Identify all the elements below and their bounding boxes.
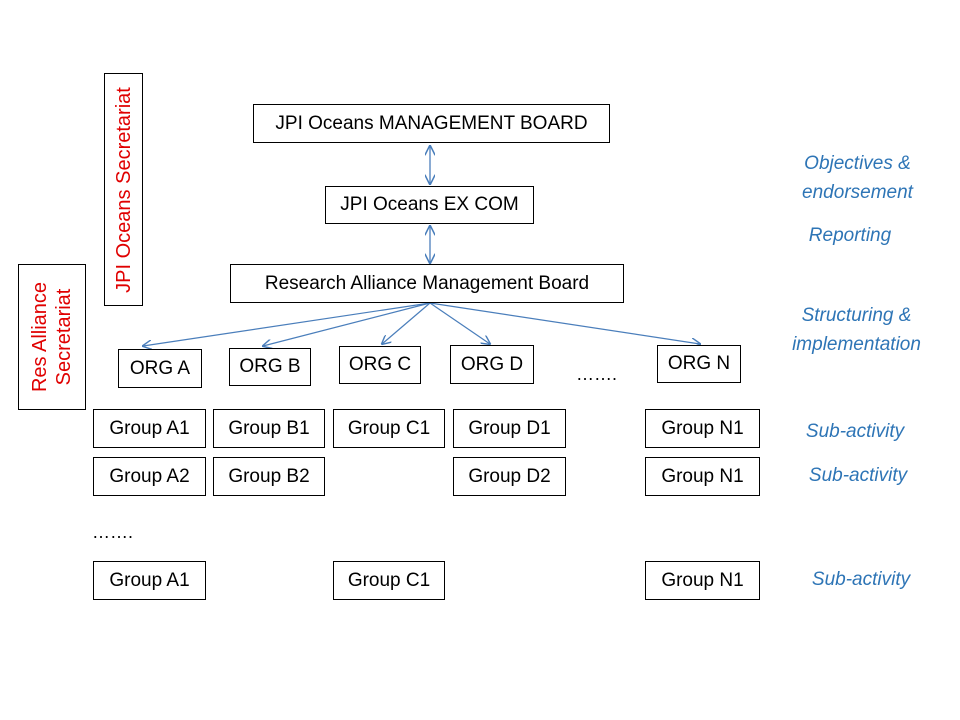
arrow-to-org-n bbox=[429, 302, 700, 344]
group-box-b1: Group B1 bbox=[213, 409, 325, 448]
reporting-label: Reporting bbox=[808, 225, 892, 246]
res-alliance-secretariat-label: Res Alliance Secretariat bbox=[29, 281, 75, 393]
org-box-n: ORG N bbox=[657, 345, 741, 383]
res-alliance-secretariat-box: Res Alliance Secretariat bbox=[18, 264, 86, 410]
sub-activity-label-3: Sub-activity bbox=[811, 569, 911, 590]
org-box-d: ORG D bbox=[450, 345, 534, 384]
group-ellipsis: ……. bbox=[92, 522, 134, 542]
jpi-oceans-secretariat-label: JPI Oceans Secretariat bbox=[112, 86, 135, 293]
jpi-oceans-secretariat-box: JPI Oceans Secretariat bbox=[104, 73, 143, 306]
group-box-a1: Group A1 bbox=[93, 409, 206, 448]
group-box-d2: Group D2 bbox=[453, 457, 566, 496]
group-box-b2: Group B2 bbox=[213, 457, 325, 496]
group-box-c1: Group C1 bbox=[333, 409, 445, 448]
arrow-to-org-d bbox=[429, 302, 490, 344]
research-alliance-board-box: Research Alliance Management Board bbox=[230, 264, 624, 303]
org-ellipsis: ……. bbox=[576, 364, 618, 384]
sub-activity-label-1: Sub-activity bbox=[805, 421, 905, 442]
arrow-to-org-a bbox=[143, 302, 431, 346]
objectives-endorsement-label: Objectives & endorsement bbox=[802, 153, 913, 203]
arrow-to-org-c bbox=[382, 302, 431, 344]
group-box-c1-row3: Group C1 bbox=[333, 561, 445, 600]
group-box-n1-row2: Group N1 bbox=[645, 457, 760, 496]
ex-com-box: JPI Oceans EX COM bbox=[325, 186, 534, 224]
group-box-a1-row3: Group A1 bbox=[93, 561, 206, 600]
group-box-d1: Group D1 bbox=[453, 409, 566, 448]
management-board-box: JPI Oceans MANAGEMENT BOARD bbox=[253, 104, 610, 143]
org-box-b: ORG B bbox=[229, 348, 311, 386]
sub-activity-label-2: Sub-activity bbox=[808, 465, 908, 486]
group-box-n1-row3: Group N1 bbox=[645, 561, 760, 600]
org-box-a: ORG A bbox=[118, 349, 202, 388]
group-box-a2: Group A2 bbox=[93, 457, 206, 496]
structuring-implementation-label: Structuring & implementation bbox=[792, 305, 921, 355]
arrow-to-org-b bbox=[263, 302, 431, 346]
group-box-n1: Group N1 bbox=[645, 409, 760, 448]
org-box-c: ORG C bbox=[339, 346, 421, 384]
